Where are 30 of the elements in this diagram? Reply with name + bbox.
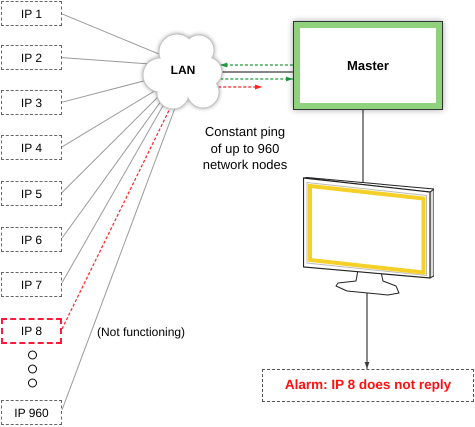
dashed-arrow xyxy=(220,76,293,82)
connector-line xyxy=(62,57,148,64)
dashed-arrow xyxy=(220,62,293,68)
node-box: IP 6 xyxy=(1,227,62,252)
node-box: IP 5 xyxy=(1,181,62,206)
connector-line xyxy=(62,80,144,103)
dashed-arrow xyxy=(218,84,262,90)
master-box: Master xyxy=(293,21,443,110)
monitor-illustration xyxy=(303,177,434,296)
connector-line xyxy=(62,108,176,410)
dashed-connector-line xyxy=(61,108,170,330)
node-box: IP 960 xyxy=(1,400,62,425)
note-text: (Not functioning) xyxy=(97,325,186,340)
connector-line xyxy=(362,110,364,182)
connector-line xyxy=(222,71,293,73)
node-box: IP 2 xyxy=(1,45,62,70)
node-box: IP 7 xyxy=(1,272,62,297)
node-box: IP 3 xyxy=(1,90,62,115)
node-box: IP 4 xyxy=(1,135,62,160)
connector-line xyxy=(62,90,155,148)
connector-line xyxy=(62,13,160,55)
node-box: IP 8 xyxy=(1,318,62,344)
annotation-text: Constant ping of up to 960 network nodes xyxy=(202,124,288,174)
connector-line xyxy=(62,96,158,193)
arrow xyxy=(364,293,370,369)
connector-line xyxy=(62,105,164,284)
connector-line xyxy=(62,102,160,238)
alarm-box: Alarm: IP 8 does not reply xyxy=(262,369,474,402)
node-box: IP 1 xyxy=(1,1,62,26)
cloud-node: LAN xyxy=(142,29,224,111)
